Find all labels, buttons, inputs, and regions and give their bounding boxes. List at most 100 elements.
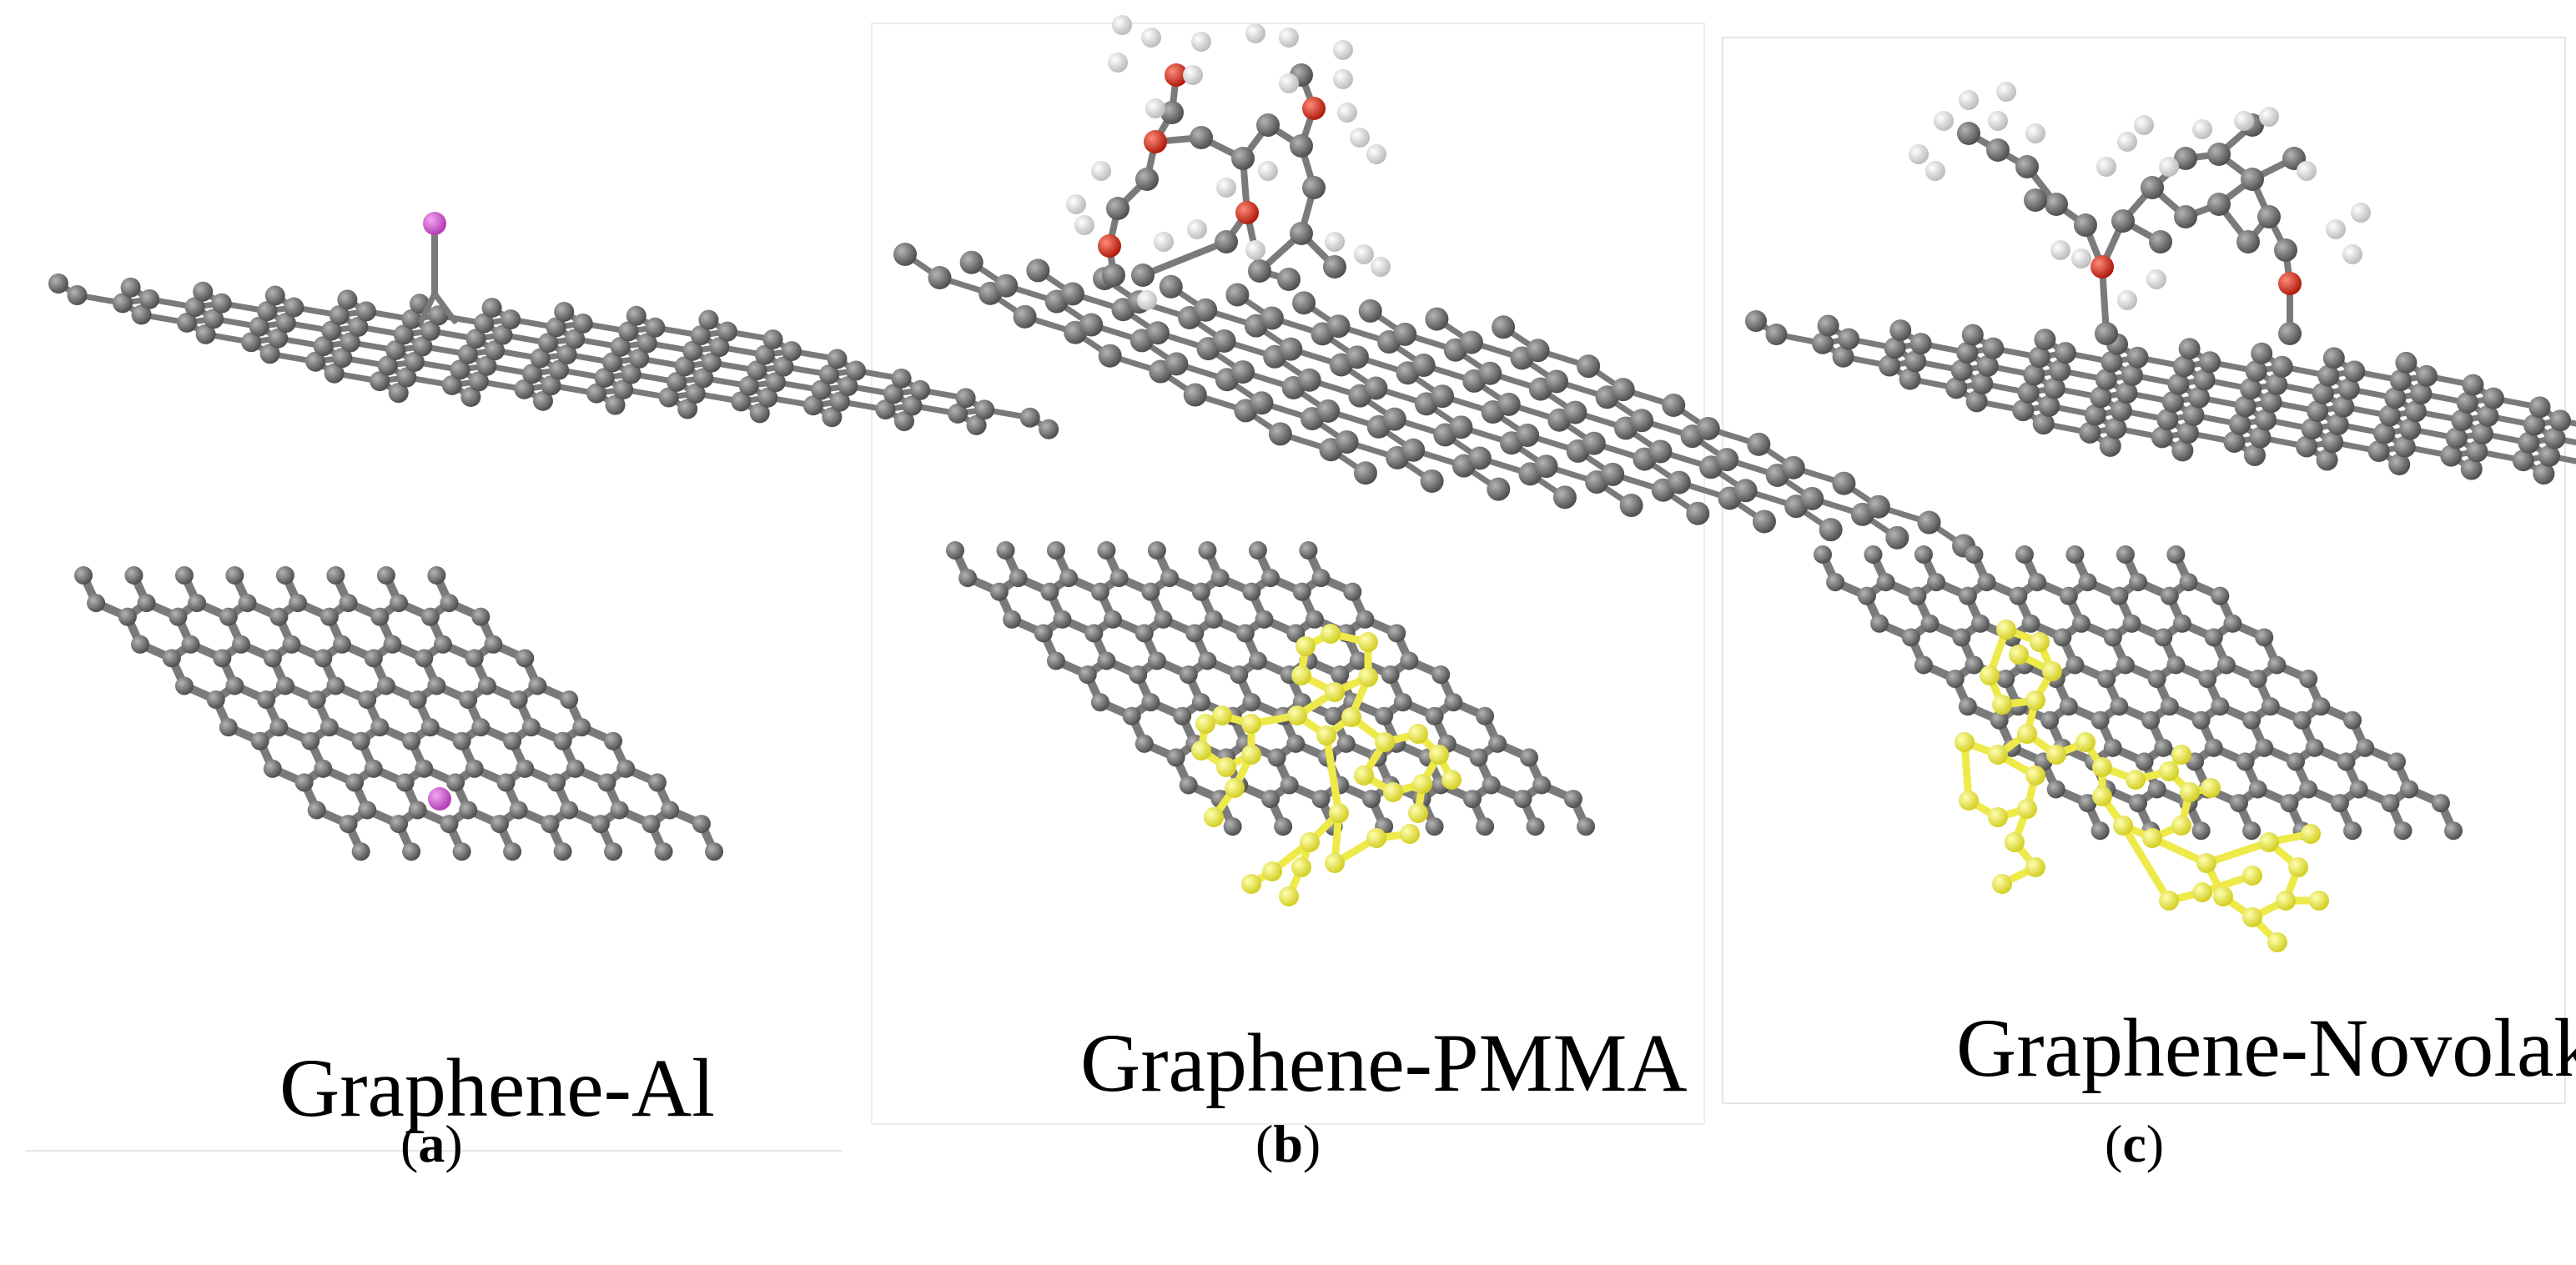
hydrogen-atom bbox=[1245, 240, 1265, 260]
carbon-atom bbox=[383, 635, 402, 654]
carbon-atom bbox=[465, 649, 484, 668]
carbon-atom bbox=[1183, 383, 1207, 407]
carbon-atom bbox=[468, 371, 489, 392]
carbon-atom bbox=[314, 649, 333, 668]
oxygen-atom bbox=[1098, 234, 1121, 258]
carbon-atom bbox=[450, 359, 470, 380]
carbon-atom bbox=[781, 341, 802, 362]
carbon-atom bbox=[2034, 329, 2056, 351]
carbon-atom bbox=[883, 384, 904, 404]
carbon-atom bbox=[1364, 376, 1388, 400]
carbon-atom bbox=[1382, 407, 1406, 431]
hydrogen-atom bbox=[2117, 290, 2137, 310]
carbon-atom bbox=[471, 607, 491, 626]
carbon-atom bbox=[2204, 738, 2223, 757]
carbon-atom bbox=[2260, 391, 2282, 414]
hydrogen-atom bbox=[2342, 244, 2362, 264]
carbon-atom bbox=[2549, 409, 2572, 432]
molecule-atom bbox=[1291, 665, 1311, 685]
carbon-atom bbox=[2141, 710, 2161, 730]
carbon-atom bbox=[738, 375, 759, 396]
carbon-atom bbox=[319, 607, 339, 626]
carbon-atom bbox=[358, 801, 377, 820]
hydrogen-atom bbox=[1112, 15, 1132, 35]
carbon-atom bbox=[605, 394, 626, 415]
carbon-atom bbox=[2149, 230, 2172, 254]
hydrogen-atom bbox=[1091, 161, 1111, 181]
carbon-atom bbox=[1857, 586, 1876, 605]
carbon-atom bbox=[818, 364, 839, 385]
molecule-atom bbox=[2159, 891, 2179, 911]
carbon-atom bbox=[2431, 794, 2450, 813]
carbon-atom bbox=[2337, 752, 2356, 771]
carbon-atom bbox=[1194, 298, 1218, 322]
caption-c: (c) bbox=[2105, 1114, 2165, 1173]
carbon-atom bbox=[1482, 776, 1501, 795]
carbon-atom bbox=[2099, 434, 2121, 457]
carbon-atom bbox=[1958, 697, 1977, 716]
carbon-atom bbox=[1459, 330, 1483, 354]
molecule-atom bbox=[2009, 645, 2029, 665]
hydrogen-atom bbox=[1350, 128, 1370, 148]
carbon-atom bbox=[731, 391, 752, 412]
carbon-atom bbox=[1534, 454, 1558, 479]
carbon-atom bbox=[2178, 338, 2201, 360]
carbon-atom bbox=[2179, 573, 2198, 592]
carbon-atom bbox=[2456, 391, 2478, 414]
carbon-atom bbox=[989, 582, 1009, 601]
panel-b-top-view bbox=[946, 541, 1596, 906]
carbon-atom bbox=[2111, 209, 2135, 233]
carbon-atom bbox=[1544, 369, 1568, 394]
carbon-atom bbox=[566, 759, 585, 778]
carbon-atom bbox=[604, 842, 623, 861]
carbon-atom bbox=[2242, 821, 2262, 841]
carbon-atom bbox=[2207, 143, 2231, 166]
carbon-atom bbox=[2460, 458, 2483, 480]
carbon-atom bbox=[219, 718, 238, 737]
carbon-atom bbox=[1279, 337, 1303, 361]
carbon-atom bbox=[1323, 255, 1346, 279]
molecule-atom bbox=[1996, 620, 2016, 640]
carbon-atom bbox=[553, 731, 572, 750]
carbon-atom bbox=[1345, 345, 1369, 369]
carbon-atom bbox=[1165, 352, 1189, 376]
panel-b-side-view bbox=[893, 15, 1976, 558]
carbon-atom bbox=[2274, 238, 2297, 262]
carbon-atom bbox=[618, 321, 639, 342]
molecule-atom bbox=[2042, 661, 2062, 681]
carbon-atom bbox=[661, 801, 680, 820]
carbon-atom bbox=[2243, 444, 2266, 466]
carbon-atom bbox=[1135, 624, 1154, 643]
carbon-atom bbox=[762, 329, 783, 350]
molecule-atom bbox=[2025, 766, 2045, 786]
molecule-atom bbox=[1300, 832, 1320, 852]
carbon-atom bbox=[2266, 374, 2288, 396]
molecule-atom bbox=[1291, 857, 1311, 877]
carbon-atom bbox=[2229, 794, 2248, 813]
carbon-atom bbox=[2395, 351, 2418, 374]
panel-a-title: Graphene-Al bbox=[279, 1042, 715, 1134]
carbon-atom bbox=[1109, 569, 1129, 588]
carbon-atom bbox=[1957, 122, 1980, 145]
carbon-atom bbox=[1242, 582, 1261, 601]
carbon-atom bbox=[2023, 364, 2045, 386]
carbon-atom bbox=[1812, 332, 1834, 354]
carbon-atom bbox=[2176, 422, 2199, 444]
hydrogen-atom bbox=[1074, 215, 1094, 235]
carbon-atom bbox=[465, 759, 484, 778]
carbon-atom bbox=[1864, 545, 1883, 564]
carbon-atom bbox=[358, 690, 377, 710]
carbon-atom bbox=[284, 297, 304, 318]
carbon-atom bbox=[846, 360, 867, 381]
carbon-atom bbox=[74, 566, 93, 585]
carbon-atom bbox=[440, 594, 459, 613]
carbon-atom bbox=[1147, 541, 1166, 560]
carbon-atom bbox=[420, 718, 440, 737]
carbon-atom bbox=[705, 842, 724, 861]
carbon-atom bbox=[351, 842, 370, 861]
carbon-atom bbox=[1102, 264, 1125, 287]
carbon-atom bbox=[2257, 205, 2281, 228]
hydrogen-atom bbox=[2192, 119, 2212, 139]
molecule-atom bbox=[2025, 690, 2045, 710]
hydrogen-atom bbox=[2096, 157, 2116, 177]
